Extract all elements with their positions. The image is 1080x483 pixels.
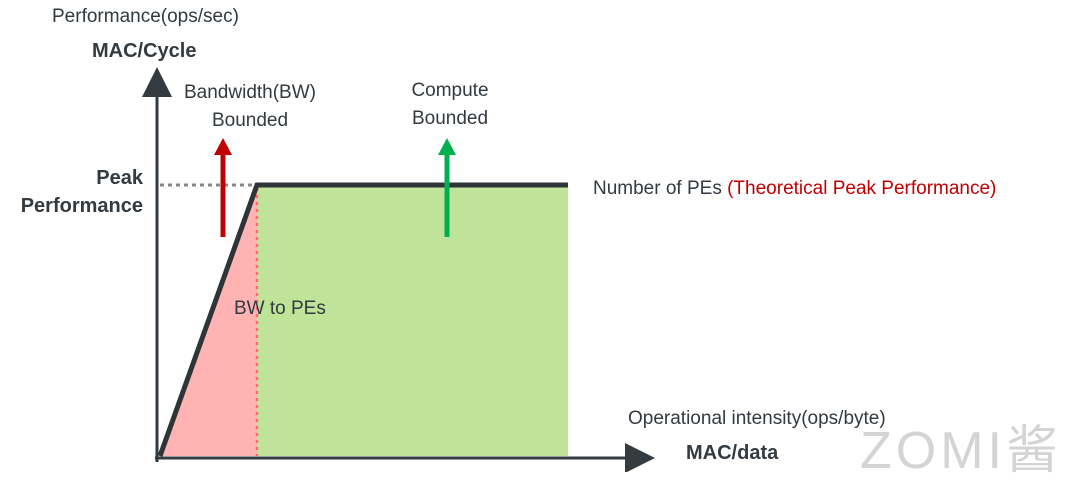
- roof-label: Number of PEs (Theoretical Peak Performa…: [593, 178, 996, 200]
- compute-arrow-icon: [438, 138, 456, 237]
- bw-bounded-line1: Bandwidth(BW): [184, 82, 316, 103]
- y-axis-unit: MAC/Cycle: [92, 40, 197, 62]
- peak-label-line2: Performance: [20, 195, 143, 217]
- roofline: [157, 182, 568, 457]
- compute-bounded-line1: Compute: [411, 80, 489, 101]
- x-axis-label: Operational intensity(ops/byte): [628, 408, 886, 429]
- bw-bounded-line2: Bounded: [211, 110, 289, 131]
- x-axis-unit: MAC/data: [686, 442, 779, 464]
- bandwidth-arrow-icon: [214, 138, 232, 237]
- compute-bound-region: [257, 185, 568, 456]
- roofline-diagram: Performance(ops/sec) MAC/Cycle Peak Perf…: [20, 6, 1058, 480]
- peak-label-line1: Peak: [96, 167, 143, 189]
- watermark-logo: ZOMI酱: [860, 422, 1062, 480]
- roof-label-note: (Theoretical Peak Performance): [727, 178, 997, 199]
- compute-bounded-line2: Bounded: [411, 108, 489, 129]
- diagram-canvas: [142, 67, 655, 472]
- slope-label: BW to PEs: [234, 298, 326, 319]
- roof-label-main: Number of PEs: [593, 178, 722, 199]
- y-axis-label: Performance(ops/sec): [52, 6, 239, 27]
